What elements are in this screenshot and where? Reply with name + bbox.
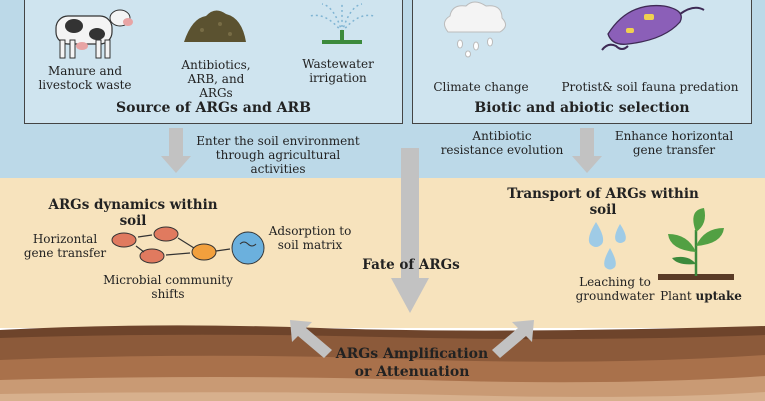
irrigation-label: Wastewater irrigation: [302, 57, 374, 86]
source-box-title: Source of ARGs and ARB: [116, 100, 311, 116]
arrow-left-up: [290, 320, 332, 358]
dynamics-title: ARGs dynamics within soil: [48, 197, 218, 229]
cow-icon: [55, 9, 133, 59]
plant-uptake-bold: uptake: [695, 289, 742, 303]
community-label: Microbial community shifts: [103, 273, 233, 302]
arrow-fate-down: [391, 148, 429, 313]
protist-icon: [601, 4, 705, 51]
hgt-label: Horizontal gene transfer: [23, 232, 107, 261]
soil-zone-background: [0, 178, 765, 328]
arrow-right-up: [492, 320, 534, 358]
resistance-evolution-label: Antibiotic resistance evolution: [440, 129, 564, 158]
sprinkler-icon: [309, 2, 375, 44]
outcome-line1: ARGs Amplification: [335, 346, 489, 362]
predation-label: Protist& soil fauna predation: [561, 80, 739, 94]
enter-soil-label: Enter the soil environment through agric…: [196, 134, 360, 177]
water-drops-icon: [588, 222, 626, 270]
manure-pile-icon: [184, 10, 246, 42]
arrow-source-down: [161, 128, 191, 173]
plant-uptake-label: Plant uptake: [656, 289, 746, 303]
plant-uptake-prefix: Plant: [660, 289, 696, 303]
transport-title: Transport of ARGs within soil: [507, 186, 699, 218]
adsorption-label: Adsorption to soil matrix: [268, 224, 352, 253]
soil-layers: [0, 325, 765, 401]
manure-label: Manure and livestock waste: [38, 64, 132, 93]
plant-icon: [658, 208, 734, 280]
enhance-hgt-label: Enhance horizontal gene transfer: [614, 129, 734, 158]
leaching-label: Leaching to groundwater: [575, 275, 655, 304]
microbial-interaction-icon: [111, 226, 265, 265]
selection-box-title: Biotic and abiotic selection: [474, 100, 690, 116]
cloud-rain-icon: [444, 1, 506, 58]
arrow-selection-down: [572, 128, 602, 173]
climate-change-label: Climate change: [433, 80, 529, 94]
antibiotics-label: Antibiotics, ARB, and ARGs: [181, 58, 251, 101]
outcome-line2: or Attenuation: [354, 364, 470, 380]
fate-label: Fate of ARGs: [362, 257, 460, 273]
